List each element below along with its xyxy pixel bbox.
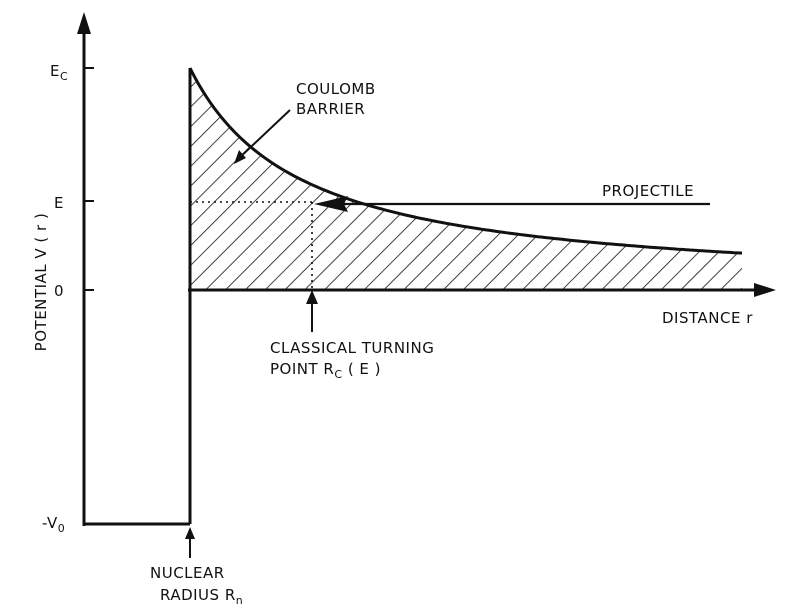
x-axis-arrowhead	[754, 283, 776, 297]
label-e: E	[54, 194, 64, 212]
turning-point-arrowhead	[306, 290, 318, 304]
barrier-hatch-region	[190, 68, 742, 290]
nuclear-radius-label-line1: NUCLEAR	[150, 564, 225, 582]
projectile-arrowhead	[314, 196, 348, 212]
coulomb-leader-line	[236, 109, 291, 161]
coulomb-barrier-curve	[188, 67, 743, 255]
coulomb-label-line1: COULOMB	[296, 80, 376, 98]
x-axis-title: DISTANCE r	[662, 309, 753, 327]
y-axis-arrowhead	[77, 12, 91, 34]
projectile-label: PROJECTILE	[602, 182, 694, 200]
nuclear-radius-arrowhead	[185, 527, 195, 539]
coulomb-label-line2: BARRIER	[296, 100, 365, 118]
label-ec: EC	[50, 62, 68, 83]
nuclear-radius-label-line2: RADIUS Rn	[160, 586, 243, 607]
label-v0: -V0	[42, 514, 65, 535]
turning-point-label-line2: POINT RC ( E )	[270, 360, 381, 381]
turning-point-label-line1: CLASSICAL TURNING	[270, 339, 434, 357]
label-zero: 0	[54, 282, 64, 300]
coulomb-leader-arrowhead	[234, 150, 246, 164]
y-axis-title: POTENTIAL V ( r )	[32, 213, 50, 352]
